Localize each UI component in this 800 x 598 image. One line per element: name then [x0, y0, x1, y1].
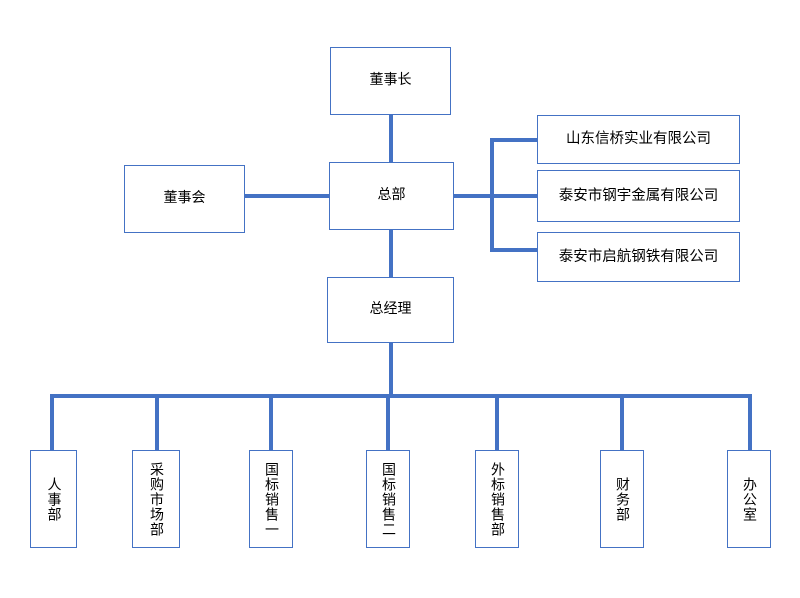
node-department-6[interactable]: 财务部	[600, 450, 644, 548]
node-department-5-label: 外标销售部	[489, 461, 505, 537]
connector-subsidiary-branch-2	[490, 194, 538, 198]
node-board-of-directors-label: 董事会	[163, 190, 206, 207]
node-department-1[interactable]: 人事部	[30, 450, 77, 548]
node-department-6-label: 财务部	[614, 476, 630, 522]
connector-subsidiary-branch-3	[490, 248, 538, 252]
node-subsidiary-3[interactable]: 泰安市启航钢铁有限公司	[537, 232, 740, 282]
node-department-7-label: 办公室	[741, 476, 757, 522]
node-department-3-label: 国标销售一	[263, 461, 279, 537]
node-board-of-directors[interactable]: 董事会	[124, 165, 245, 233]
node-subsidiary-2-label: 泰安市钢宇金属有限公司	[558, 187, 719, 204]
connector-headquarters-to-subsidiary-trunk	[452, 194, 496, 198]
node-department-7[interactable]: 办公室	[727, 450, 771, 548]
connector-board-to-headquarters	[243, 194, 331, 198]
node-headquarters[interactable]: 总部	[329, 162, 454, 230]
node-subsidiary-2[interactable]: 泰安市钢宇金属有限公司	[537, 170, 740, 222]
connector-department-drop-2	[155, 394, 159, 450]
node-general-manager[interactable]: 总经理	[327, 277, 454, 343]
node-general-manager-label: 总经理	[369, 301, 412, 318]
node-subsidiary-1[interactable]: 山东信桥实业有限公司	[537, 115, 740, 164]
connector-department-bus	[50, 394, 752, 398]
node-department-4-label: 国标销售二	[380, 461, 396, 537]
node-subsidiary-1-label: 山东信桥实业有限公司	[566, 131, 711, 148]
connector-general-manager-to-bus	[389, 342, 393, 398]
node-department-3[interactable]: 国标销售一	[249, 450, 293, 548]
node-chairman-label: 董事长	[369, 72, 412, 89]
node-chairman[interactable]: 董事长	[330, 47, 451, 115]
connector-department-drop-3	[269, 394, 273, 450]
connector-chairman-to-headquarters	[389, 114, 393, 164]
connector-department-drop-6	[620, 394, 624, 450]
node-headquarters-label: 总部	[377, 187, 406, 204]
connector-department-drop-1	[50, 394, 54, 450]
node-department-4[interactable]: 国标销售二	[366, 450, 410, 548]
connector-headquarters-to-general-manager	[389, 229, 393, 279]
node-department-5[interactable]: 外标销售部	[475, 450, 519, 548]
node-subsidiary-3-label: 泰安市启航钢铁有限公司	[558, 248, 719, 265]
node-department-2-label: 采购市场部	[148, 461, 164, 537]
connector-department-drop-4	[386, 394, 390, 450]
connector-department-drop-5	[495, 394, 499, 450]
connector-department-drop-7	[748, 394, 752, 450]
node-department-2[interactable]: 采购市场部	[132, 450, 180, 548]
connector-subsidiary-branch-1	[490, 138, 538, 142]
node-department-1-label: 人事部	[45, 476, 62, 522]
